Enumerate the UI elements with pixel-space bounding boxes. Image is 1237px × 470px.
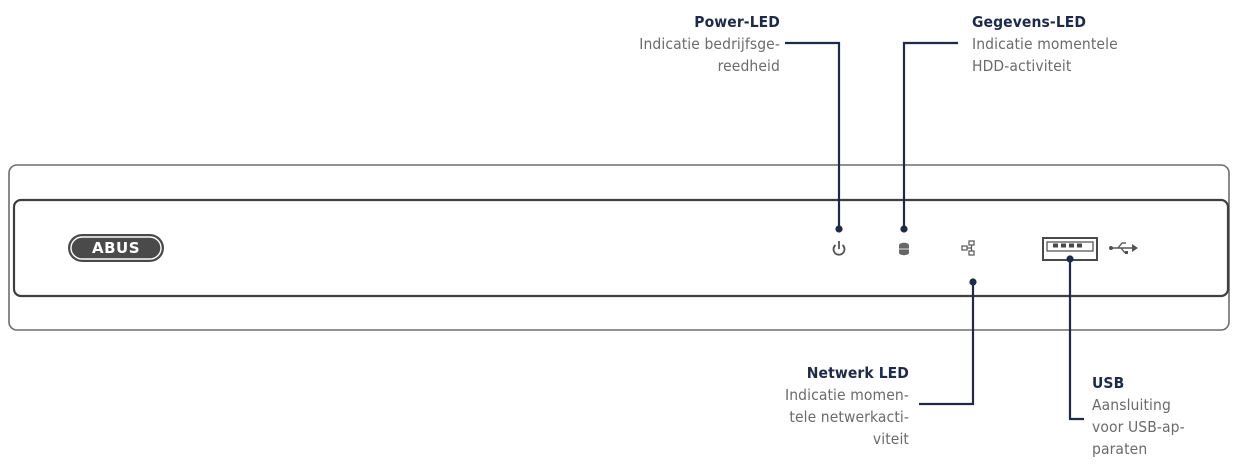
leader-power	[785, 41, 841, 229]
callout-network-line-1: Indicatie momen-	[785, 386, 909, 404]
callout-network-line-2: tele netwerkacti-	[789, 408, 909, 426]
callout-power-line-1: Indicatie bedrijfsge-	[639, 35, 780, 53]
dot-network	[969, 278, 977, 286]
callout-usb-line-2: voor USB-ap-	[1092, 418, 1185, 436]
callout-network-line-3: viteit	[872, 430, 909, 448]
callout-usb-line-1: Aansluiting	[1092, 396, 1171, 414]
network-icon	[961, 240, 975, 256]
dot-usb	[1066, 255, 1074, 263]
callout-data-line-2: HDD-activiteit	[972, 57, 1072, 75]
callout-power-title: Power-LED	[694, 13, 780, 31]
callout-power: Power-LED Indicatie bedrijfsge- reedheid	[639, 11, 780, 77]
leader-lines	[785, 41, 1084, 421]
callout-usb-line-3: paraten	[1092, 440, 1148, 458]
leader-dots	[835, 225, 1074, 286]
callout-data-line-1: Indicatie momentele	[972, 35, 1118, 53]
usb-icon	[1109, 242, 1138, 254]
callout-usb: USB Aansluiting voor USB-ap- paraten	[1092, 372, 1185, 460]
dot-data	[900, 225, 908, 233]
callout-data: Gegevens-LED Indicatie momentele HDD-act…	[972, 11, 1118, 77]
abus-logo	[68, 234, 164, 262]
leader-network	[919, 282, 975, 406]
callout-network-title: Netwerk LED	[806, 364, 909, 382]
dot-power	[835, 225, 843, 233]
callout-usb-title: USB	[1092, 374, 1125, 392]
front-panel	[12, 198, 1230, 298]
callout-data-title: Gegevens-LED	[972, 13, 1087, 31]
hdd-icon	[899, 242, 909, 256]
device-chassis	[8, 164, 1230, 331]
abus-logo-text: ABUS	[91, 239, 141, 257]
callout-network: Netwerk LED Indicatie momen- tele netwer…	[785, 362, 909, 450]
power-icon	[832, 241, 846, 256]
leader-data	[902, 41, 958, 229]
callout-power-line-2: reedheid	[717, 57, 780, 75]
leader-usb	[1068, 259, 1084, 421]
